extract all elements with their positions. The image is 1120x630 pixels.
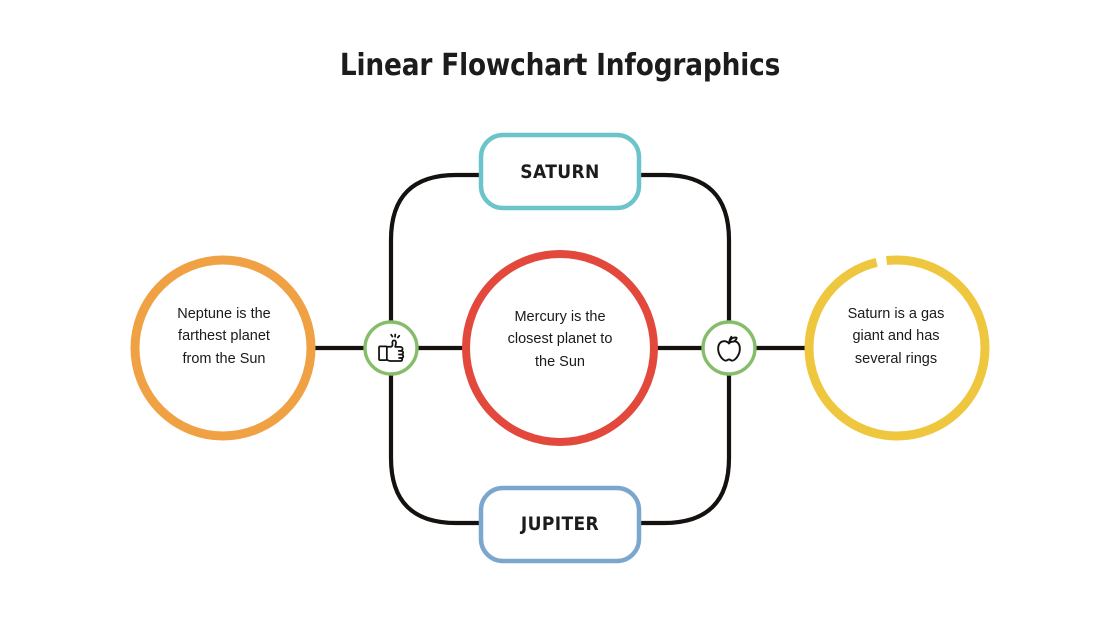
circle-saturn-line-3: several rings (854, 350, 938, 367)
circle-mercury-line-3: the Sun (535, 353, 585, 370)
circle-neptune[interactable] (130, 255, 316, 441)
page-title: Linear Flowchart Infographics (339, 48, 781, 83)
circle-mercury-text: Mercury is the closest planet to the Sun (475, 306, 645, 373)
circle-mercury-line-2: closest planet to (507, 331, 613, 348)
circle-saturn-line-1: Saturn is a gas (847, 306, 945, 322)
circle-neptune-line-3: from the Sun (182, 350, 266, 367)
box-jupiter-label: JUPITER (520, 513, 600, 535)
badge-thumbs-up[interactable] (363, 320, 419, 376)
circle-neptune-line-2: farthest planet (178, 328, 270, 345)
badge-apple[interactable] (701, 320, 757, 376)
box-saturn[interactable] (478, 132, 642, 211)
box-jupiter[interactable] (478, 485, 642, 564)
circle-saturn-desc[interactable] (804, 255, 990, 441)
circle-mercury-line-1: Mercury is the (514, 309, 606, 325)
circle-saturn-line-2: giant and has (852, 328, 940, 345)
circle-neptune-text: Neptune is the farthest planet from the … (141, 303, 307, 370)
box-saturn-label: SATURN (520, 161, 600, 183)
apple-icon (717, 335, 741, 362)
circle-mercury[interactable] (462, 250, 658, 446)
circle-saturn-text: Saturn is a gas giant and has several ri… (813, 303, 979, 370)
circle-neptune-line-1: Neptune is the (177, 306, 271, 322)
thumbs-up-icon (378, 333, 405, 362)
